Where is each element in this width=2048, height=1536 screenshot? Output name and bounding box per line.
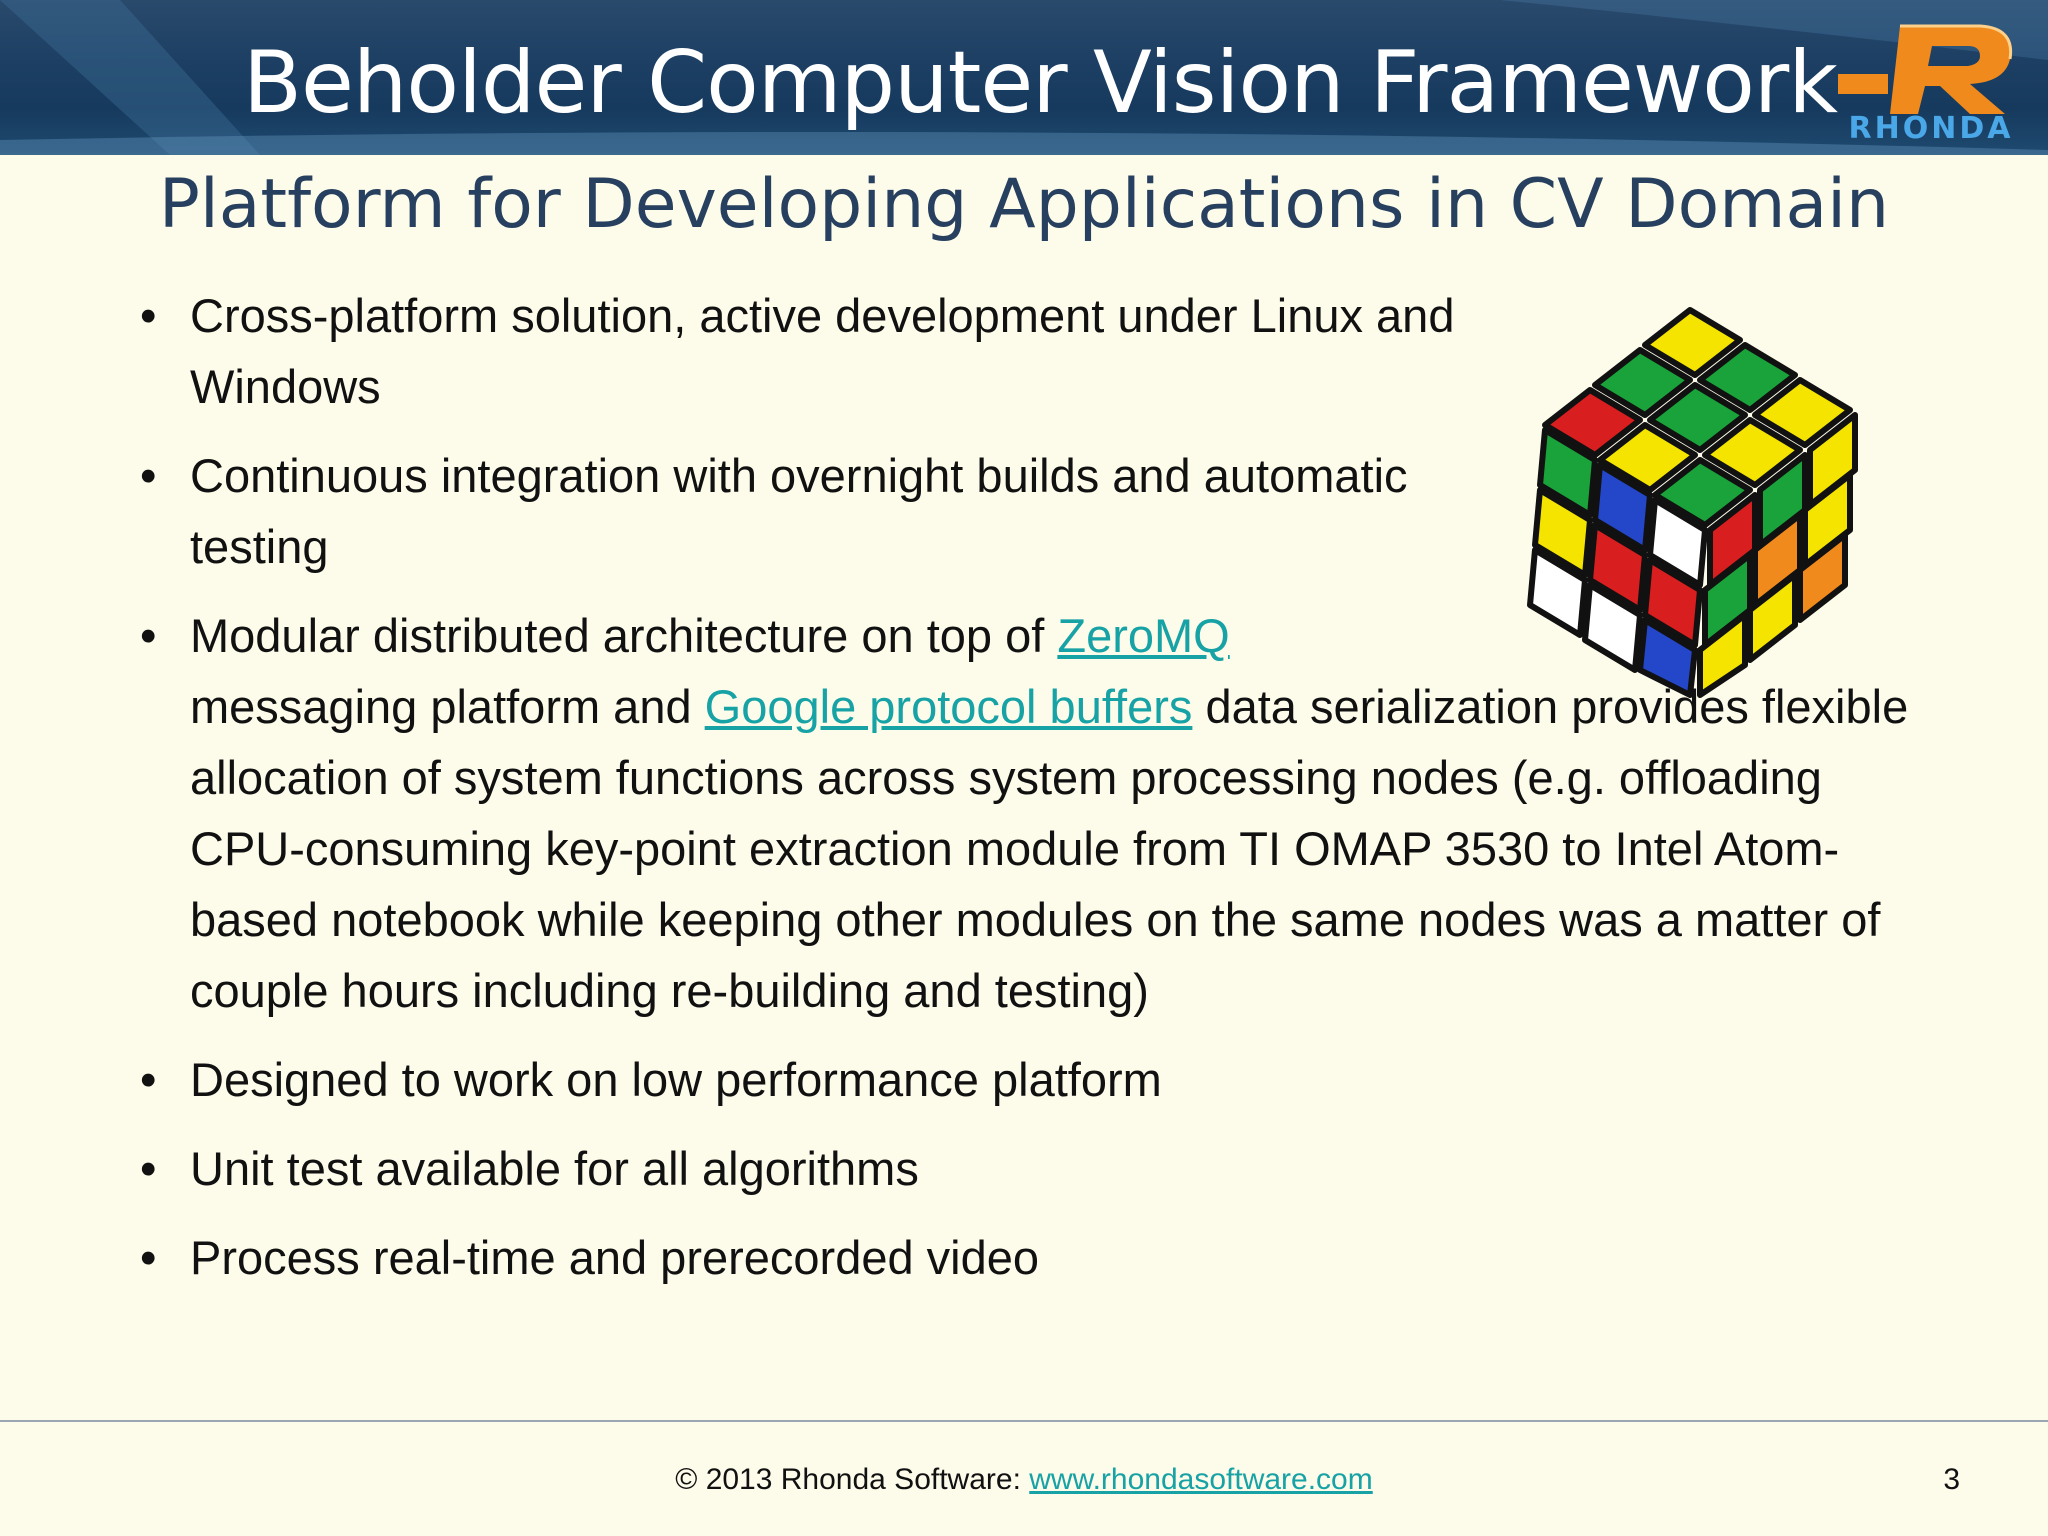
bullet-text: Continuous integration with overnight bu… bbox=[190, 449, 1408, 573]
bullet-item: • Unit test available for all algorithms bbox=[140, 1133, 1940, 1204]
bullet-marker: • bbox=[140, 289, 157, 342]
bullet-list: • Cross-platform solution, active develo… bbox=[140, 280, 1940, 1311]
copyright-text: © 2013 Rhonda Software: bbox=[675, 1463, 1030, 1496]
bullet-text: Modular distributed architecture on top … bbox=[190, 609, 1058, 662]
bullet-text: Cross-platform solution, active developm… bbox=[190, 289, 1455, 413]
bullet-marker: • bbox=[140, 1231, 157, 1284]
slide-title: Beholder Computer Vision Framework bbox=[242, 33, 1838, 133]
bullet-marker: • bbox=[140, 609, 157, 662]
zeromq-link[interactable]: ZeroMQ bbox=[1057, 609, 1230, 662]
slide-header: Beholder Computer Vision Framework bbox=[0, 0, 2048, 155]
bullet-item: • Process real-time and prerecorded vide… bbox=[140, 1222, 1940, 1293]
bullet-text: Unit test available for all algorithms bbox=[190, 1142, 919, 1195]
bullet-item: • Cross-platform solution, active develo… bbox=[140, 280, 1490, 422]
logo-text: RHONDA bbox=[1848, 111, 2014, 146]
bullet-item: • Designed to work on low performance pl… bbox=[140, 1044, 1940, 1115]
bullet-text: Designed to work on low performance plat… bbox=[190, 1053, 1162, 1106]
bullet-text: Process real-time and prerecorded video bbox=[190, 1231, 1040, 1284]
header-swoosh-decoration bbox=[0, 0, 2048, 155]
website-link[interactable]: www.rhondasoftware.com bbox=[1029, 1463, 1373, 1496]
bullet-text: data serialization provides flexible all… bbox=[190, 680, 1909, 1017]
bullet-item: • Continuous integration with overnight … bbox=[140, 440, 1490, 582]
rhonda-logo bbox=[1838, 24, 2013, 114]
protobuf-link[interactable]: Google protocol buffers bbox=[704, 680, 1193, 733]
bullet-marker: • bbox=[140, 1053, 157, 1106]
slide-footer: © 2013 Rhonda Software: www.rhondasoftwa… bbox=[0, 1460, 2048, 1500]
bullet-marker: • bbox=[140, 449, 157, 502]
slide-subtitle: Platform for Developing Applications in … bbox=[158, 165, 1890, 244]
page-number: 3 bbox=[1943, 1463, 1960, 1496]
bullet-text: messaging platform and bbox=[190, 680, 705, 733]
bullet-marker: • bbox=[140, 1142, 157, 1195]
rubiks-cube-icon bbox=[1527, 307, 1858, 698]
bullet-item: • Modular distributed architecture on to… bbox=[140, 600, 1940, 1026]
footer-divider bbox=[0, 1420, 2048, 1422]
